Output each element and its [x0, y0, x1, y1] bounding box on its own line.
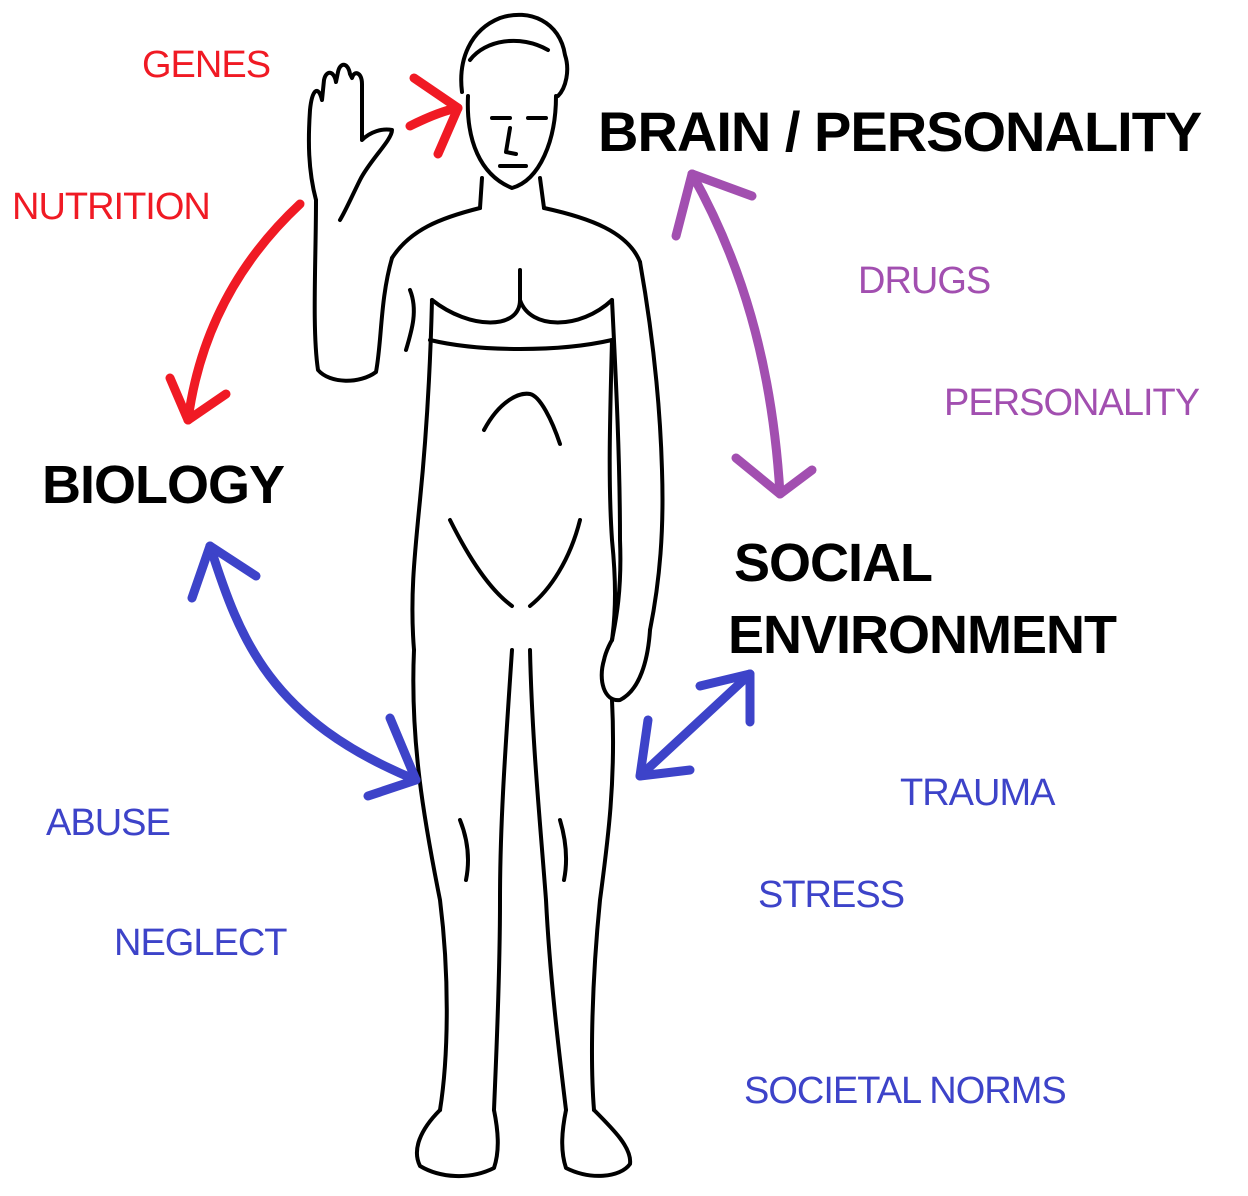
social-environment-node-line2: ENVIRONMENT: [728, 608, 1116, 662]
factor-nutrition: NUTRITION: [12, 188, 210, 226]
social-environment-node-line1: SOCIAL: [734, 536, 932, 590]
face-outline: [468, 96, 556, 188]
factor-personality: PERSONALITY: [944, 384, 1199, 422]
factor-trauma: TRAUMA: [900, 774, 1054, 812]
nose: [506, 128, 516, 154]
left-shoulder: [392, 208, 480, 258]
right-leg-outer: [592, 700, 613, 1110]
factor-abuse: ABUSE: [46, 804, 170, 842]
left-foot: [417, 1110, 498, 1176]
left-torso-side: [412, 300, 432, 650]
right-foot: [562, 1110, 630, 1176]
abs: [484, 394, 560, 444]
neck: [480, 178, 544, 208]
chest: [432, 300, 612, 323]
right-hand: [602, 630, 650, 700]
factor-drugs: DRUGS: [858, 262, 990, 300]
left-bicep: [406, 290, 414, 350]
right-arm-outer: [640, 262, 663, 630]
left-groin: [450, 520, 512, 606]
right-shoulder: [544, 208, 640, 262]
knees: [460, 820, 566, 880]
left-leg-outer: [413, 650, 446, 1110]
hair-outline: [461, 15, 567, 96]
arrow-biology-body: [210, 546, 416, 780]
factor-neglect: NEGLECT: [114, 924, 286, 962]
arrow-nutrition-to-biology: [188, 204, 300, 420]
factor-societal-norms: SOCIETAL NORMS: [744, 1072, 1066, 1110]
right-groin: [530, 520, 580, 606]
factor-stress: STRESS: [758, 876, 904, 914]
arrow-body-social: [640, 674, 750, 776]
biology-node: BIOLOGY: [42, 458, 284, 512]
left-upper-arm: [315, 200, 392, 381]
brain-personality-node: BRAIN / PERSONALITY: [598, 104, 1201, 160]
factor-genes: GENES: [142, 46, 270, 84]
right-leg-inner: [530, 650, 566, 1110]
left-leg-inner: [494, 650, 512, 1110]
arrow-brain-social: [692, 174, 780, 494]
hair-line: [470, 41, 548, 60]
pecs-lower: [430, 340, 612, 349]
raised-hand: [309, 65, 392, 220]
